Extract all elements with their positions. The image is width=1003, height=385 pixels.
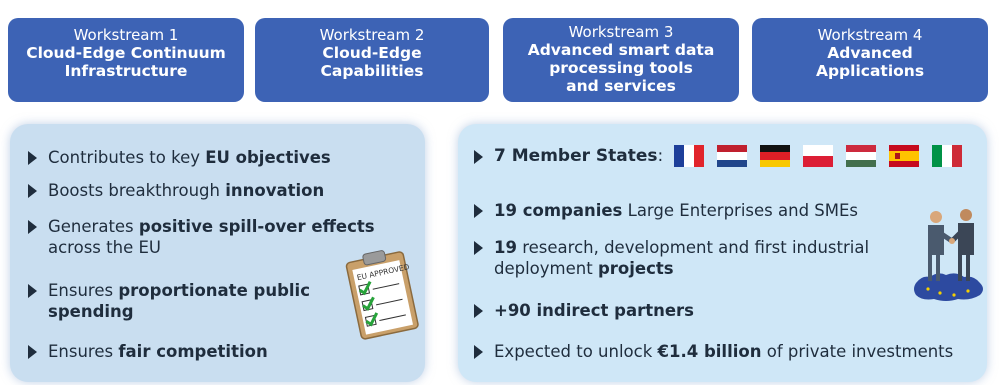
fact-item: 19 companies Large Enterprises and SMEs bbox=[474, 200, 858, 221]
handshake-europe-icon bbox=[914, 209, 983, 301]
fact-item: 19 research, development and first indus… bbox=[474, 237, 869, 279]
workstream-title-line: Capabilities bbox=[320, 62, 424, 80]
workstream-2-box: Workstream 2 Cloud-Edge Capabilities bbox=[255, 18, 489, 102]
benefit-item: Ensures fair competition bbox=[28, 341, 268, 362]
workstream-title-line: processing tools bbox=[549, 59, 693, 77]
arrow-bullet-icon bbox=[28, 151, 37, 165]
workstream-3-box: Workstream 3 Advanced smart data process… bbox=[503, 18, 739, 102]
flag-germany-icon bbox=[760, 145, 790, 167]
fact-item: +90 indirect partners bbox=[474, 300, 694, 321]
arrow-bullet-icon bbox=[28, 220, 37, 234]
benefit-item: Ensures proportionate public spending bbox=[28, 280, 310, 322]
workstream-4-box: Workstream 4 Advanced Applications bbox=[752, 18, 988, 102]
flag-italy-icon bbox=[932, 145, 962, 167]
flag-hungary-icon bbox=[846, 145, 876, 167]
workstream-title-line: Cloud-Edge Continuum bbox=[26, 44, 226, 62]
benefits-panel bbox=[10, 124, 425, 382]
workstream-title-line: Infrastructure bbox=[64, 62, 188, 80]
flag-spain-icon bbox=[889, 145, 919, 167]
flag-france-icon bbox=[674, 145, 704, 167]
arrow-bullet-icon bbox=[474, 345, 483, 359]
workstream-1-box: Workstream 1 Cloud-Edge Continuum Infras… bbox=[8, 18, 244, 102]
arrow-bullet-icon bbox=[474, 204, 483, 218]
workstream-title-line: Advanced smart data bbox=[527, 41, 715, 59]
fact-item: Expected to unlock €1.4 billion of priva… bbox=[474, 341, 953, 362]
clipboard-checklist-icon: EU APPROVED bbox=[345, 250, 419, 340]
benefit-item: Generates positive spill-over effects ac… bbox=[28, 216, 375, 258]
facts-panel bbox=[458, 124, 987, 382]
workstream-number: Workstream 3 bbox=[568, 23, 674, 41]
workstream-number: Workstream 2 bbox=[319, 26, 425, 44]
workstream-number: Workstream 1 bbox=[73, 26, 179, 44]
workstream-title-line: Advanced bbox=[827, 44, 913, 62]
workstream-title-line: Applications bbox=[815, 62, 925, 80]
benefit-item: Contributes to key EU objectives bbox=[28, 147, 331, 168]
workstream-number: Workstream 4 bbox=[817, 26, 923, 44]
arrow-bullet-icon bbox=[474, 241, 483, 255]
member-states-line: 7 Member States: bbox=[474, 146, 663, 167]
workstream-title-line: Cloud-Edge bbox=[322, 44, 422, 62]
flag-poland-icon bbox=[803, 145, 833, 167]
workstream-title-line: and services bbox=[566, 77, 676, 95]
arrow-bullet-icon bbox=[28, 184, 37, 198]
arrow-bullet-icon bbox=[28, 284, 37, 298]
arrow-bullet-icon bbox=[474, 150, 483, 164]
arrow-bullet-icon bbox=[28, 345, 37, 359]
arrow-bullet-icon bbox=[474, 304, 483, 318]
flag-netherlands-icon bbox=[717, 145, 747, 167]
benefit-item: Boosts breakthrough innovation bbox=[28, 180, 324, 201]
